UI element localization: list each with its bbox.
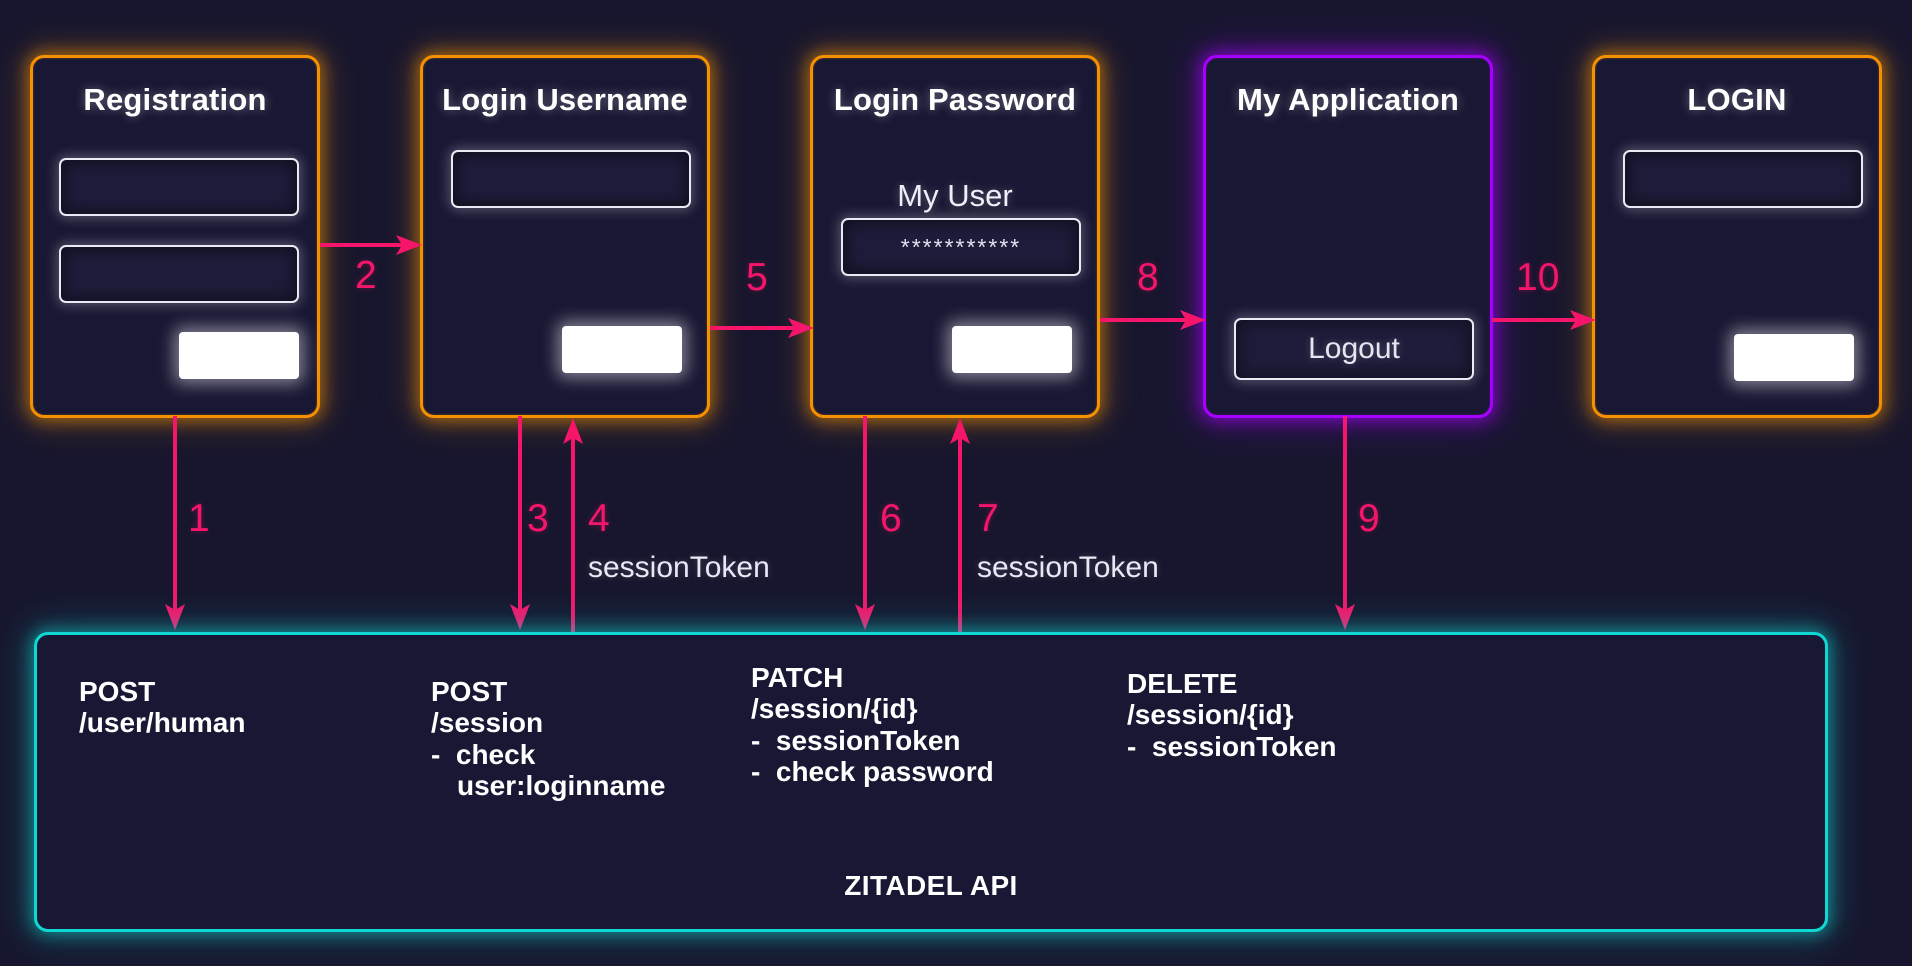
card-title-login-username: Login Username — [442, 82, 688, 117]
login-password-submit-button[interactable] — [952, 326, 1072, 373]
card-login-username: Login Username — [420, 55, 710, 418]
arrow-label-step-3: 3 — [527, 497, 549, 540]
card-title-my-application: My Application — [1236, 82, 1460, 117]
arrow-step-4 — [558, 416, 588, 632]
card-login-password: Login Password My User *********** — [810, 55, 1100, 418]
arrow-label-step-8: 8 — [1137, 256, 1159, 299]
logout-button[interactable]: Logout — [1234, 318, 1474, 380]
api-detail: - sessionToken — [1127, 730, 1337, 762]
registration-input-1[interactable] — [59, 158, 299, 216]
login-input[interactable] — [1623, 150, 1863, 208]
api-detail: user:loginname — [457, 770, 666, 802]
api-detail: - check — [431, 738, 536, 770]
card-registration: Registration — [30, 55, 320, 418]
api-method: POST — [431, 676, 508, 707]
arrow-step-9 — [1330, 416, 1360, 632]
api-method: POST — [79, 676, 156, 707]
api-block-delete-session: DELETE /session/{id} - sessionToken — [1127, 668, 1337, 762]
login-username-next-button[interactable] — [562, 326, 682, 373]
card-my-application: My Application Logout — [1203, 55, 1493, 418]
login-username-input[interactable] — [451, 150, 691, 208]
arrow-label-step-5: 5 — [746, 256, 768, 299]
api-path: /session/{id} — [751, 693, 918, 725]
card-title-registration: Registration — [83, 82, 267, 117]
arrow-step-8 — [1100, 303, 1208, 337]
login-password-username-label: My User — [897, 178, 1013, 213]
arrow-step-6 — [850, 416, 880, 632]
arrow-label-step-7: 7 — [977, 497, 999, 540]
arrow-label-step-4: 4 — [588, 497, 610, 540]
card-title-login: LOGIN — [1687, 82, 1787, 117]
api-path: /user/human — [79, 707, 246, 739]
arrow-note-step-7: sessionToken — [977, 551, 1159, 584]
card-title-login-password: Login Password — [833, 82, 1077, 117]
api-detail: - check password — [751, 756, 994, 788]
arrow-label-step-10: 10 — [1516, 256, 1560, 299]
arrow-label-step-1: 1 — [188, 497, 210, 540]
api-path: /session/{id} — [1127, 699, 1294, 731]
api-block-patch-session: PATCH /session/{id} - sessionToken - che… — [751, 662, 994, 787]
arrow-step-7 — [945, 416, 975, 632]
arrow-note-step-4: sessionToken — [588, 551, 770, 584]
api-detail: - sessionToken — [751, 724, 961, 756]
login-submit-button[interactable] — [1734, 334, 1854, 381]
api-block-post-user-human: POST /user/human — [79, 676, 245, 739]
arrow-step-5 — [710, 311, 816, 345]
arrow-label-step-2: 2 — [355, 254, 377, 297]
arrow-step-10 — [1492, 303, 1598, 337]
arrow-label-step-9: 9 — [1358, 497, 1380, 540]
api-panel-footer-label: ZITADEL API — [844, 870, 1018, 901]
api-method: PATCH — [751, 662, 844, 693]
zitadel-api-panel: POST /user/human POST /session - check u… — [34, 632, 1828, 932]
api-method: DELETE — [1127, 668, 1238, 699]
arrow-step-1 — [160, 416, 190, 632]
api-block-post-session: POST /session - check user:loginname — [431, 676, 665, 801]
login-password-input[interactable]: *********** — [841, 218, 1081, 276]
arrow-step-2 — [320, 228, 424, 262]
card-login: LOGIN — [1592, 55, 1882, 418]
arrow-step-3 — [505, 416, 535, 632]
registration-input-2[interactable] — [59, 245, 299, 303]
arrow-label-step-6: 6 — [880, 497, 902, 540]
registration-submit-button[interactable] — [179, 332, 299, 379]
api-path: /session — [431, 707, 544, 739]
